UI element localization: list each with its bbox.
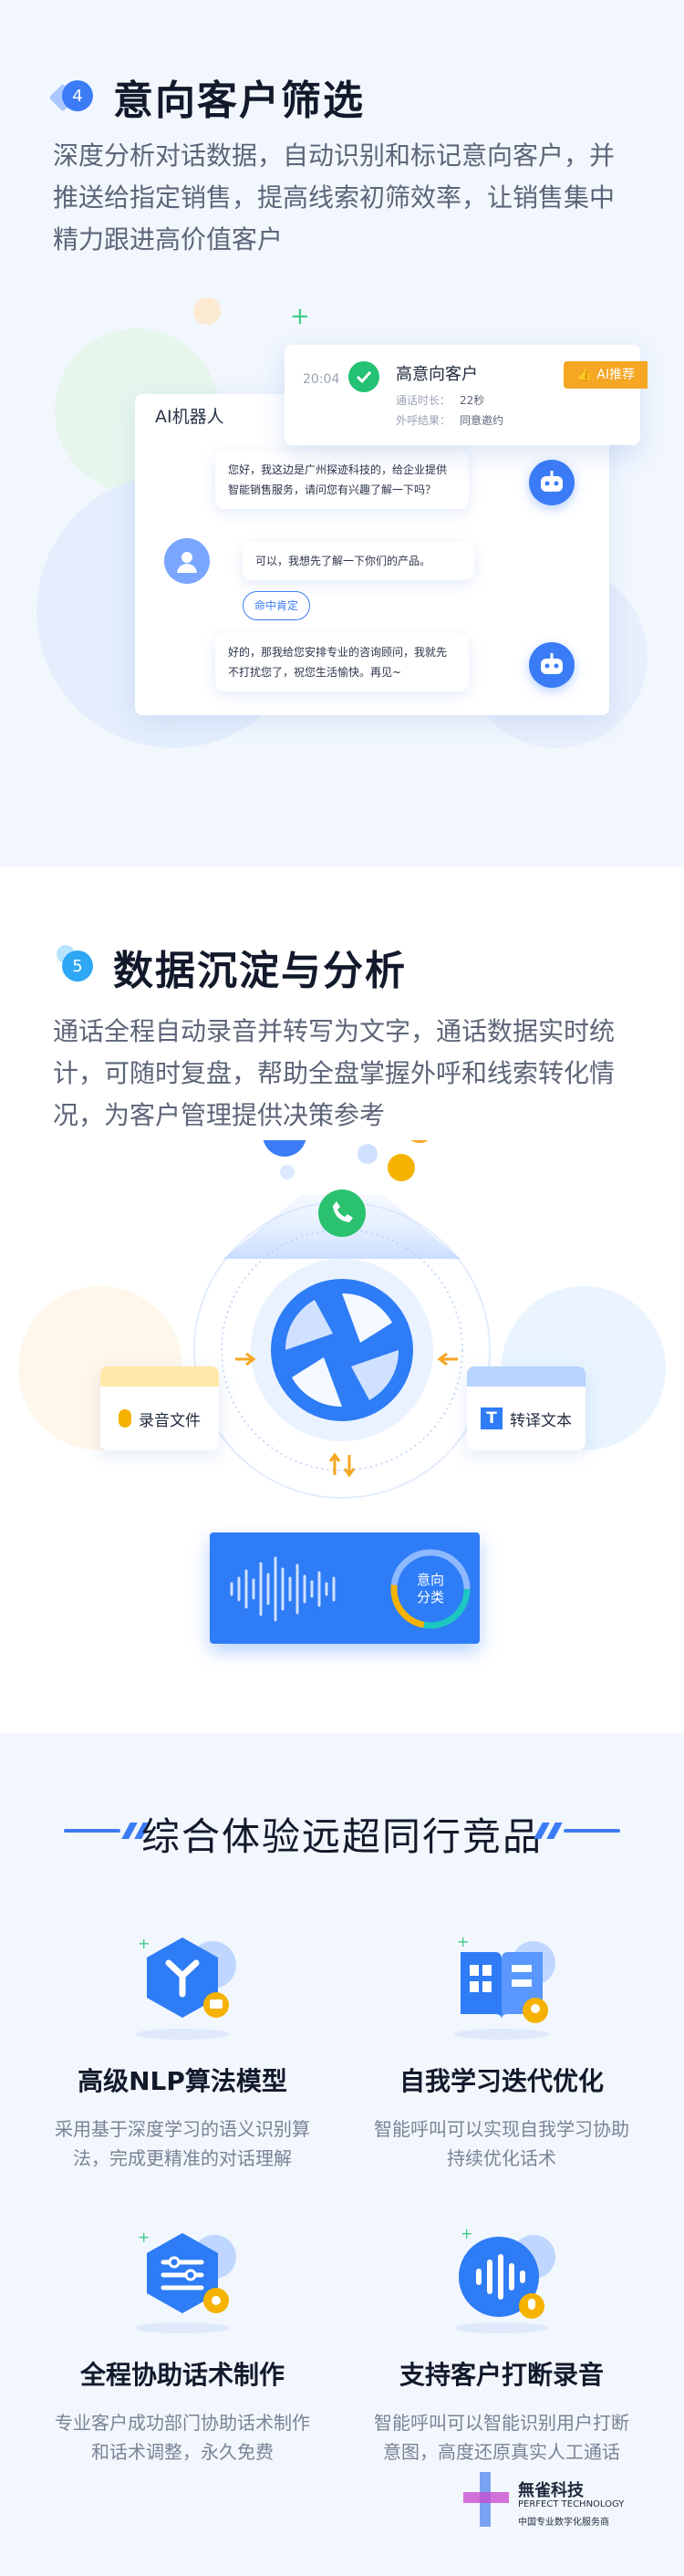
- feature-description: 专业客户成功部门协助话术制作和话术调整，永久免费: [55, 2412, 310, 2463]
- sound-wave-icon: [230, 1556, 336, 1622]
- recording-file-card: 录音文件: [100, 1366, 219, 1450]
- title-decoration-left: [64, 1823, 150, 1839]
- thumbs-up-icon: 👍: [576, 368, 593, 382]
- section-title: 数据沉淀与分析: [113, 948, 407, 994]
- user-message: 可以，我想先了解一下你们的产品。: [243, 542, 474, 580]
- feature-title: 高级NLP算法模型: [78, 2066, 287, 2096]
- lead-notification-card: 20:04 高意向客户 通话时长：22秒 外呼结果：同意邀约 👍 AI推荐: [285, 345, 648, 445]
- voice-wave-icon: +: [433, 2225, 570, 2335]
- feature-card: + 自我学习迭代优化 智能呼叫可以实现自我学习协助持续优化话术: [337, 1932, 666, 2173]
- feature-description: 智能呼叫可以实现自我学习协助持续优化话术: [374, 2118, 629, 2169]
- aperture-icon: [285, 1293, 399, 1407]
- number-badge: 4: [48, 75, 97, 119]
- chat-title: AI机器人: [155, 407, 224, 427]
- lead-title: 高意向客户: [396, 365, 478, 384]
- microphone-icon: [119, 1409, 131, 1428]
- feature-title: 全程协助话术制作: [79, 2360, 285, 2390]
- bot-message: 您好，我这边是广州探迹科技的，给企业提供智能销售服务，请问您有兴趣了解一下吗？: [215, 451, 469, 509]
- feature-card: + 高级NLP算法模型 采用基于深度学习的语义识别算法，完成更精准的对话理解: [18, 1932, 347, 2173]
- watermark-logo: 無雀科技 PERFECT TECHNOLOGY 中国专业数字化服务商: [463, 2445, 646, 2554]
- script-settings-icon: +: [114, 2226, 251, 2335]
- svg-text:+: +: [138, 2228, 150, 2246]
- feature-title: 支持客户打断录音: [399, 2360, 604, 2390]
- plus-icon: +: [290, 303, 310, 330]
- features-title: 综合体验远超同行竞品: [140, 1814, 543, 1859]
- bot-message: 好的，那我给您安排专业的咨询顾问，我就先不打扰您了，祝您生活愉快。再见~: [215, 633, 469, 691]
- svg-text:+: +: [457, 1933, 469, 1950]
- feature-card: + 全程协助话术制作 专业客户成功部门协助话术制作和话术调整，永久免费: [18, 2226, 347, 2467]
- chat-window: AI机器人 您好，我这边是广州探迹科技的，给企业提供智能销售服务，请问您有兴趣了…: [135, 394, 609, 715]
- text-t-icon: T: [481, 1407, 503, 1429]
- nlp-model-icon: +: [114, 1932, 251, 2041]
- hit-tag: 命中肯定: [243, 591, 311, 620]
- svg-text:+: +: [138, 1935, 150, 1952]
- intent-section: + 4 意向客户筛选 深度分析对话数据，自动识别和标记意向客户，并推送给指定销售…: [0, 0, 684, 867]
- call-time: 20:04: [303, 372, 340, 387]
- check-icon: [348, 361, 379, 392]
- deco-dot: [193, 297, 221, 325]
- feature-description: 采用基于深度学习的语义识别算法，完成更精准的对话理解: [55, 2118, 310, 2169]
- ai-recommend-tag: 👍 AI推荐: [564, 361, 648, 389]
- svg-text:+: +: [461, 2226, 472, 2242]
- features-section: 综合体验远超同行竞品 + 高级NLP算法模型 采用基于深度学习的语义识别算法，完…: [0, 1733, 684, 2576]
- section-description: 通话全程自动录音并转写为文字，通话数据实时统计，可随时复盘，帮助全盘掌握外呼和线…: [53, 1016, 616, 1130]
- robot-avatar-icon: [529, 460, 575, 505]
- classification-ring-icon: [390, 1549, 471, 1629]
- section-description: 深度分析对话数据，自动识别和标记意向客户，并推送给指定销售，提高线索初筛效率，让…: [53, 140, 616, 254]
- feature-description: 智能呼叫可以智能识别用户打断意图，高度还原真实人工通话: [374, 2412, 629, 2463]
- section-header: 4 意向客户筛选: [48, 68, 365, 126]
- result-row: 外呼结果：同意邀约: [396, 414, 504, 427]
- book-learning-icon: +: [433, 1932, 570, 2041]
- feature-card: + 支持客户打断录音 智能呼叫可以智能识别用户打断意图，高度还原真实人工通话: [337, 2225, 666, 2467]
- section-header: 5 数据沉淀与分析: [53, 938, 407, 996]
- intent-classification-label: 意向 分类: [416, 1572, 444, 1605]
- feature-title: 自我学习迭代优化: [399, 2066, 604, 2096]
- section-title: 意向客户筛选: [113, 78, 365, 124]
- data-analysis-section: 5 数据沉淀与分析 通话全程自动录音并转写为文字，通话数据实时统计，可随时复盘，…: [0, 867, 684, 1733]
- robot-avatar-icon: [529, 642, 575, 688]
- user-avatar-icon: [164, 538, 210, 584]
- title-decoration-right: [534, 1823, 620, 1839]
- duration-row: 通话时长：22秒: [396, 394, 485, 407]
- number-badge: 5: [53, 945, 97, 989]
